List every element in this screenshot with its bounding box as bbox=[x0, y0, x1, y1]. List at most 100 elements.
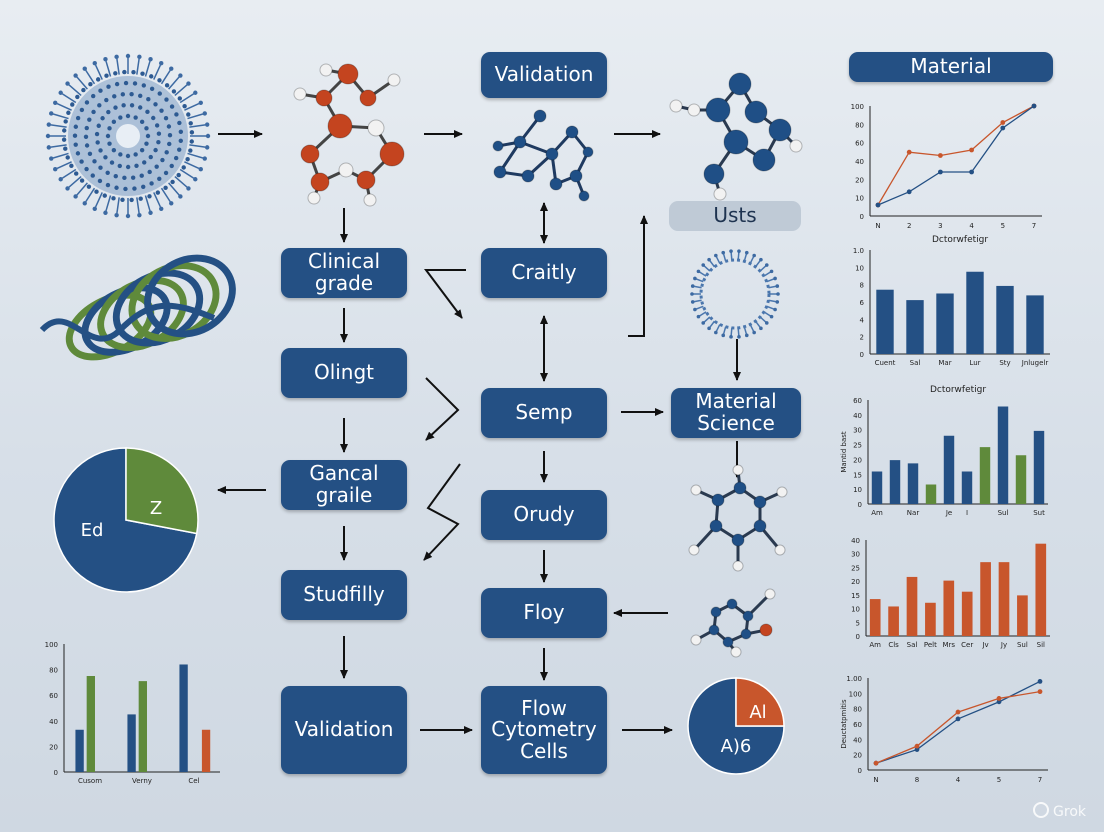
flow-cytometry-box[interactable]: Flow Cytometry Cells bbox=[481, 686, 607, 774]
chart-3-bar bbox=[997, 406, 1009, 504]
clinical-grade-box[interactable]: Clinical grade bbox=[281, 248, 407, 298]
chart-1-series-2 bbox=[877, 105, 1035, 206]
chart-1-point bbox=[1000, 120, 1006, 125]
chart-3-bar bbox=[889, 460, 901, 504]
chart-1-point bbox=[906, 189, 912, 195]
chart-3-title: Dctorwfetigr bbox=[930, 385, 986, 395]
chart-5-point bbox=[955, 716, 961, 722]
chart-4-xtick: Cls bbox=[888, 641, 899, 649]
chart-3-ytick: 0 bbox=[858, 501, 862, 509]
chart-6-xtick: Cusom bbox=[78, 777, 102, 785]
chart-5-ytick: 20 bbox=[853, 752, 862, 760]
material-header-box[interactable]: Material bbox=[849, 52, 1053, 82]
chart-1-ytick: 0 bbox=[860, 213, 864, 221]
chart-3-ytick: 25 bbox=[853, 442, 862, 450]
chart-5-ytick: 40 bbox=[853, 736, 862, 744]
chart-4-ytick: 30 bbox=[851, 551, 860, 559]
chart-4-xtick: Sil bbox=[1037, 641, 1045, 649]
chart-1-xtick: 2 bbox=[907, 222, 911, 230]
chart-5-xtick: 5 bbox=[997, 776, 1001, 784]
chart-4-ytick: 10 bbox=[851, 606, 860, 614]
chart-1-ytick: 80 bbox=[855, 121, 864, 129]
chart-2-bar bbox=[966, 271, 984, 354]
arrow-elbow-semp bbox=[628, 215, 648, 337]
chart-4-bar bbox=[998, 562, 1010, 636]
chart-6-ytick: 100 bbox=[45, 641, 58, 649]
chart-3-bar bbox=[979, 447, 991, 504]
chart-5-ytick: 0 bbox=[858, 767, 862, 775]
chart-2-ytick: 10 bbox=[855, 264, 864, 272]
pie-left-label-2: Z bbox=[150, 498, 162, 519]
chart-1-ytick: 40 bbox=[855, 158, 864, 166]
chart-6-xtick: Cel bbox=[188, 777, 199, 785]
floy-box[interactable]: Floy bbox=[481, 588, 607, 638]
chart-1-xtick: 3 bbox=[938, 222, 942, 230]
arrow-zigzag-clinical bbox=[424, 269, 466, 319]
chart-4-bar bbox=[888, 606, 899, 636]
chart-4-bar bbox=[906, 576, 918, 636]
blue-molecule-2-icon bbox=[669, 72, 803, 201]
chart-4-xtick: Mrs bbox=[943, 641, 956, 649]
chart-5-xtick: 7 bbox=[1038, 776, 1042, 784]
chart-4-bar bbox=[943, 580, 955, 636]
chart-6-ytick: 0 bbox=[54, 769, 58, 777]
chart-1-xtick: 7 bbox=[1032, 222, 1036, 230]
gancal-graile-box[interactable]: Gancal graile bbox=[281, 460, 407, 510]
chart-4-xtick: Am bbox=[869, 641, 881, 649]
chart-5-point bbox=[955, 709, 961, 715]
olingt-box[interactable]: Olingt bbox=[281, 348, 407, 398]
virus-sphere-icon bbox=[45, 53, 211, 219]
pie-left-slice-2 bbox=[125, 447, 199, 535]
chart-6-ytick: 60 bbox=[49, 692, 58, 700]
arrow-zigzag-gancal bbox=[423, 463, 461, 561]
chart-3-bar bbox=[871, 471, 883, 504]
material-science-box[interactable]: Material Science bbox=[671, 388, 801, 438]
chart-1-ytick: 10 bbox=[855, 195, 864, 203]
chart-3-ytick: 20 bbox=[853, 456, 862, 464]
studfilly-box[interactable]: Studfilly bbox=[281, 570, 407, 620]
craftly-box[interactable]: Craitly bbox=[481, 248, 607, 298]
chart-3-bar bbox=[961, 471, 973, 504]
chart-4-xtick: Sal bbox=[907, 641, 918, 649]
chart-3-bar bbox=[925, 484, 937, 504]
chart-2-bar bbox=[876, 289, 894, 354]
chart-1-series-1 bbox=[877, 105, 1035, 206]
chart-1-xtick: N bbox=[875, 222, 880, 230]
chart-1-xtick: 4 bbox=[969, 222, 974, 230]
helix-ribbon-icon bbox=[39, 254, 236, 361]
small-molecule-icon bbox=[690, 588, 776, 658]
chart-3-xtick: Nar bbox=[907, 509, 920, 517]
chart-2-ytick: 0 bbox=[860, 351, 864, 359]
chart-5-point bbox=[1037, 679, 1043, 684]
chart-1-point bbox=[1000, 125, 1006, 131]
usts-box[interactable]: Usts bbox=[669, 201, 801, 231]
chart-5-series-2 bbox=[875, 690, 1041, 764]
chart-3-bar bbox=[943, 435, 955, 504]
chart-6-ytick: 40 bbox=[49, 718, 58, 726]
chart-5-ytick: 60 bbox=[853, 721, 862, 729]
chart-4-ytick: 5 bbox=[856, 619, 860, 627]
chart-2-xtick: Jnlugelr bbox=[1021, 359, 1049, 367]
chart-4-bar bbox=[1035, 543, 1047, 636]
chart-2-title: Dctorwfetigr bbox=[932, 235, 988, 245]
flow-arrows bbox=[217, 130, 741, 734]
validation-bottom-box[interactable]: Validation bbox=[281, 686, 407, 774]
chart-1-point bbox=[906, 149, 912, 155]
chart-3-bar bbox=[1015, 455, 1027, 504]
chart-2-bar bbox=[936, 293, 954, 354]
chart-4-xtick: Sul bbox=[1017, 641, 1028, 649]
chart-1-ytick: 20 bbox=[855, 176, 864, 184]
chart-3-xtick: Je bbox=[945, 509, 952, 517]
chart-6-ytick: 20 bbox=[49, 743, 58, 751]
pie-right-slice-2 bbox=[735, 677, 785, 727]
benzene-molecule-icon bbox=[688, 464, 788, 572]
chart-3-ytick: 15 bbox=[853, 471, 862, 479]
pie-right-slice-1 bbox=[687, 677, 785, 775]
chart-2-bar bbox=[1026, 295, 1044, 354]
semp-box[interactable]: Semp bbox=[481, 388, 607, 438]
orudy-box[interactable]: Orudy bbox=[481, 490, 607, 540]
validation-top-box[interactable]: Validation bbox=[481, 52, 607, 98]
